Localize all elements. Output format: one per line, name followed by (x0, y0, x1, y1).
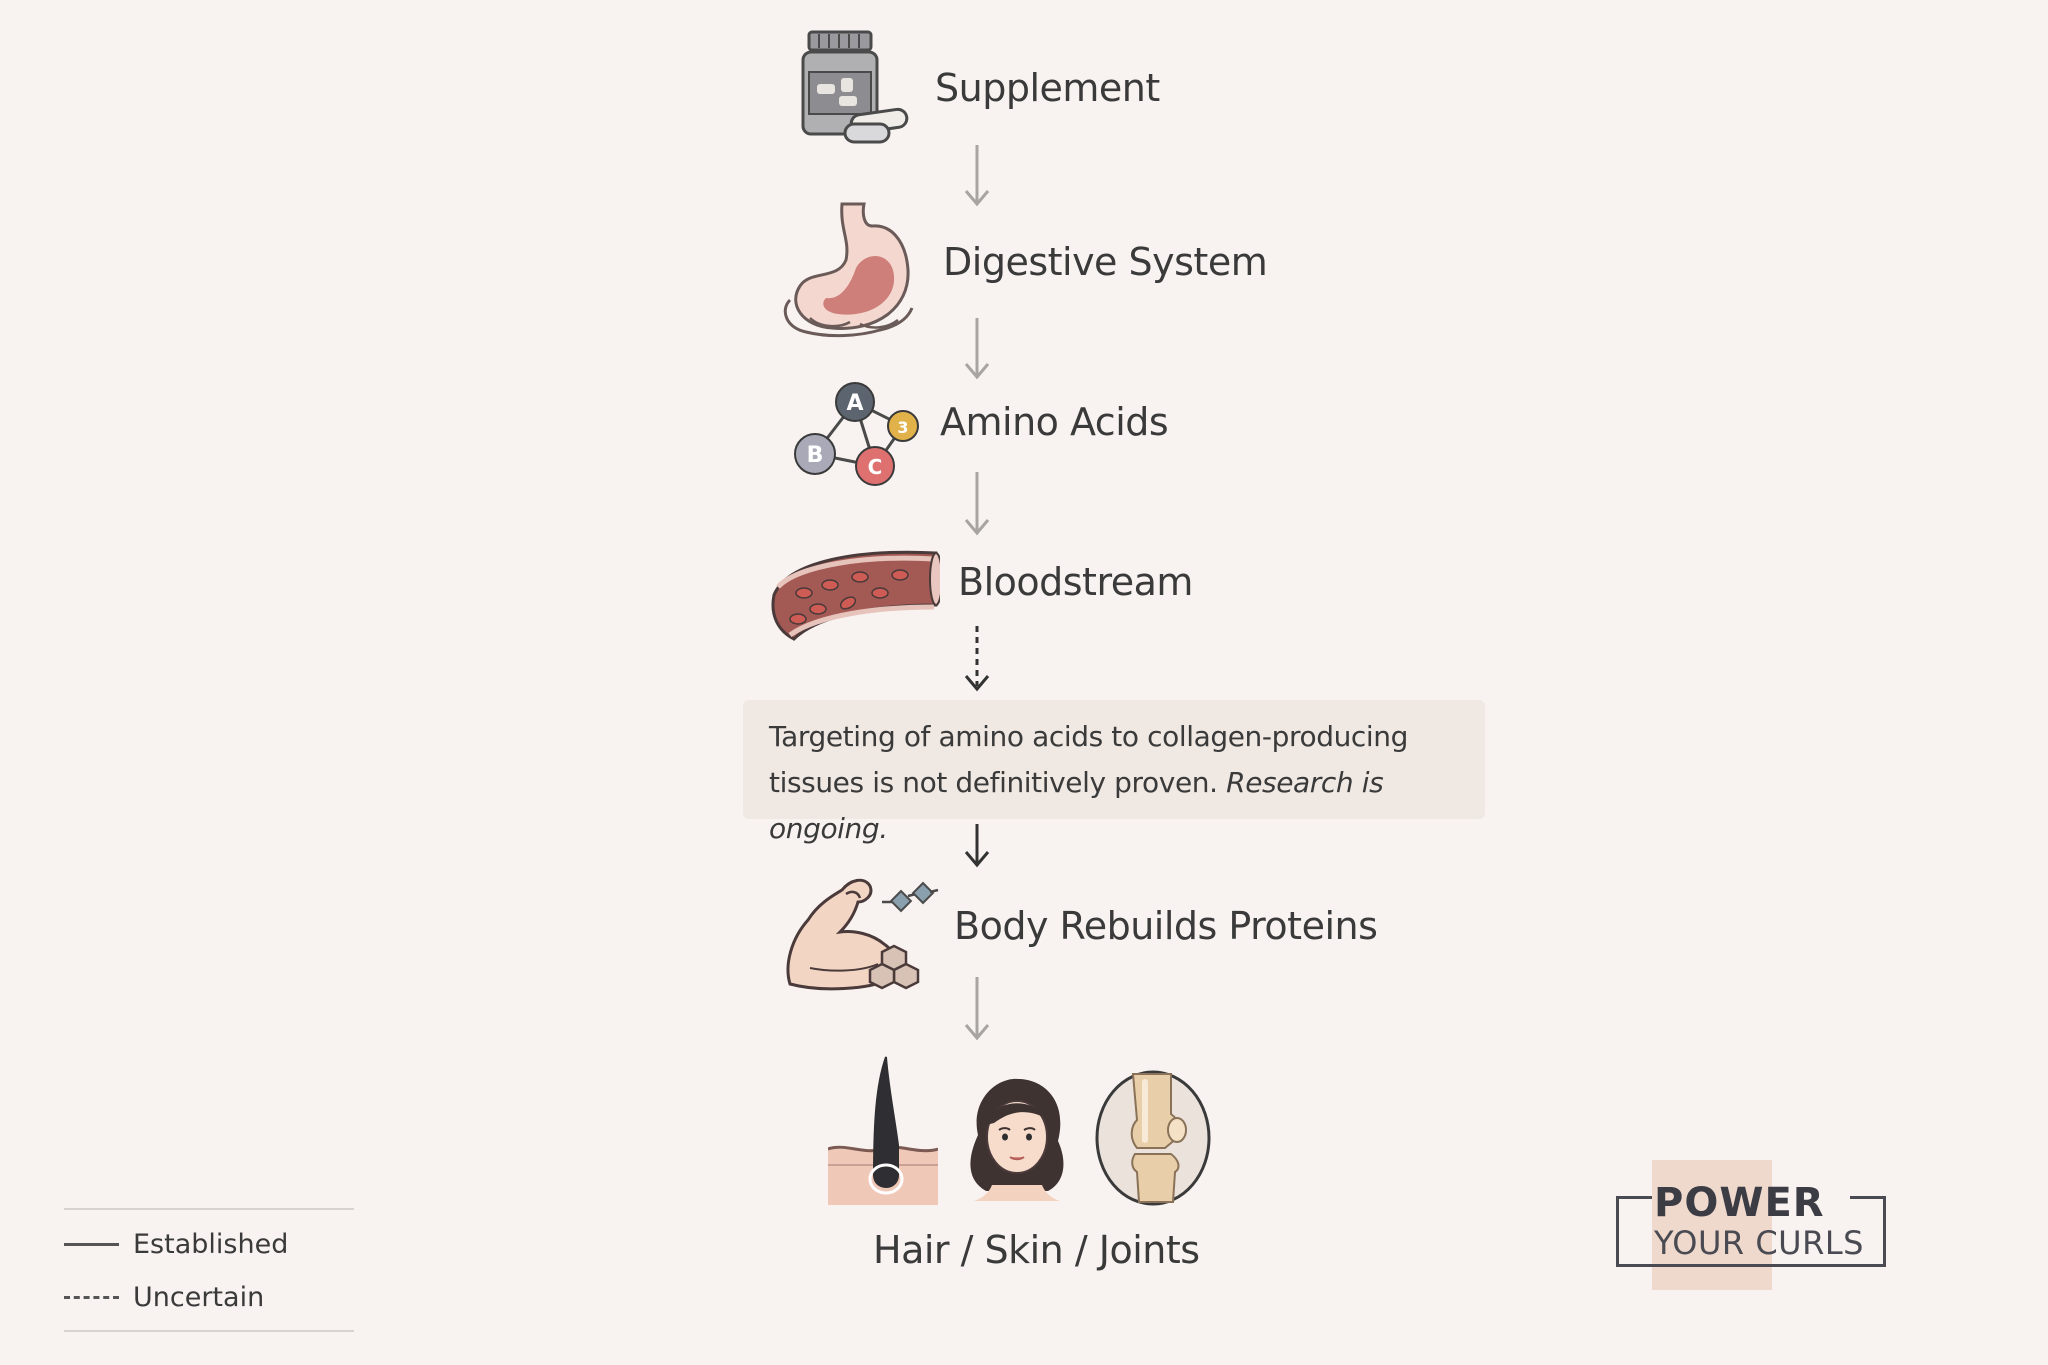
arrow-established-2 (963, 316, 991, 380)
amino-acids-molecule-icon: A B C 3 (785, 380, 925, 494)
stomach-icon (780, 200, 930, 344)
note-text: Targeting of amino acids to collagen-pro… (769, 720, 1409, 799)
supplement-bottle-icon (795, 28, 930, 152)
step-label-bloodstream: Bloodstream (958, 560, 1193, 604)
step-label-supplement: Supplement (935, 66, 1160, 110)
legend-label-established: Established (133, 1228, 289, 1260)
arrow-established-3 (963, 470, 991, 536)
arrow-uncertain (963, 624, 991, 692)
arrow-established-dark (963, 822, 991, 868)
legend-label-uncertain: Uncertain (133, 1281, 265, 1313)
flexed-arm-icon (780, 868, 940, 1002)
legend: Established Uncertain (64, 1208, 354, 1332)
molecule-label-b: B (807, 443, 824, 468)
legend-solid-line (64, 1242, 119, 1246)
step-label-hair-skin-joints: Hair / Skin / Joints (873, 1228, 1200, 1272)
molecule-label-c: C (868, 455, 883, 479)
hair-follicle-icon (827, 1055, 939, 1209)
logo-accent-block (1652, 1160, 1772, 1290)
molecule-label-a: A (846, 391, 863, 416)
logo-line-2: YOUR CURLS (1654, 1224, 1864, 1262)
knee-joint-icon (1093, 1068, 1213, 1212)
legend-item-established: Established (64, 1224, 288, 1264)
legend-item-uncertain: Uncertain (64, 1277, 264, 1317)
woman-face-icon (958, 1075, 1076, 1209)
molecule-label-d: 3 (897, 418, 908, 437)
power-your-curls-logo: POWER YOUR CURLS (1612, 1160, 1887, 1290)
legend-dashed-line (64, 1295, 119, 1299)
arrow-established-1 (963, 143, 991, 207)
note-italic-text: Research is ongoing. (769, 766, 1384, 845)
step-label-body-rebuilds-proteins: Body Rebuilds Proteins (954, 904, 1378, 948)
step-label-digestive-system: Digestive System (943, 240, 1268, 284)
arrow-established-4 (963, 975, 991, 1041)
step-label-amino-acids: Amino Acids (940, 400, 1169, 444)
uncertainty-note-box: Targeting of amino acids to collagen-pro… (743, 700, 1485, 845)
logo-line-1: POWER (1654, 1180, 1825, 1226)
logo-frame (1616, 1196, 1886, 1267)
blood-vessel-icon (768, 545, 943, 649)
